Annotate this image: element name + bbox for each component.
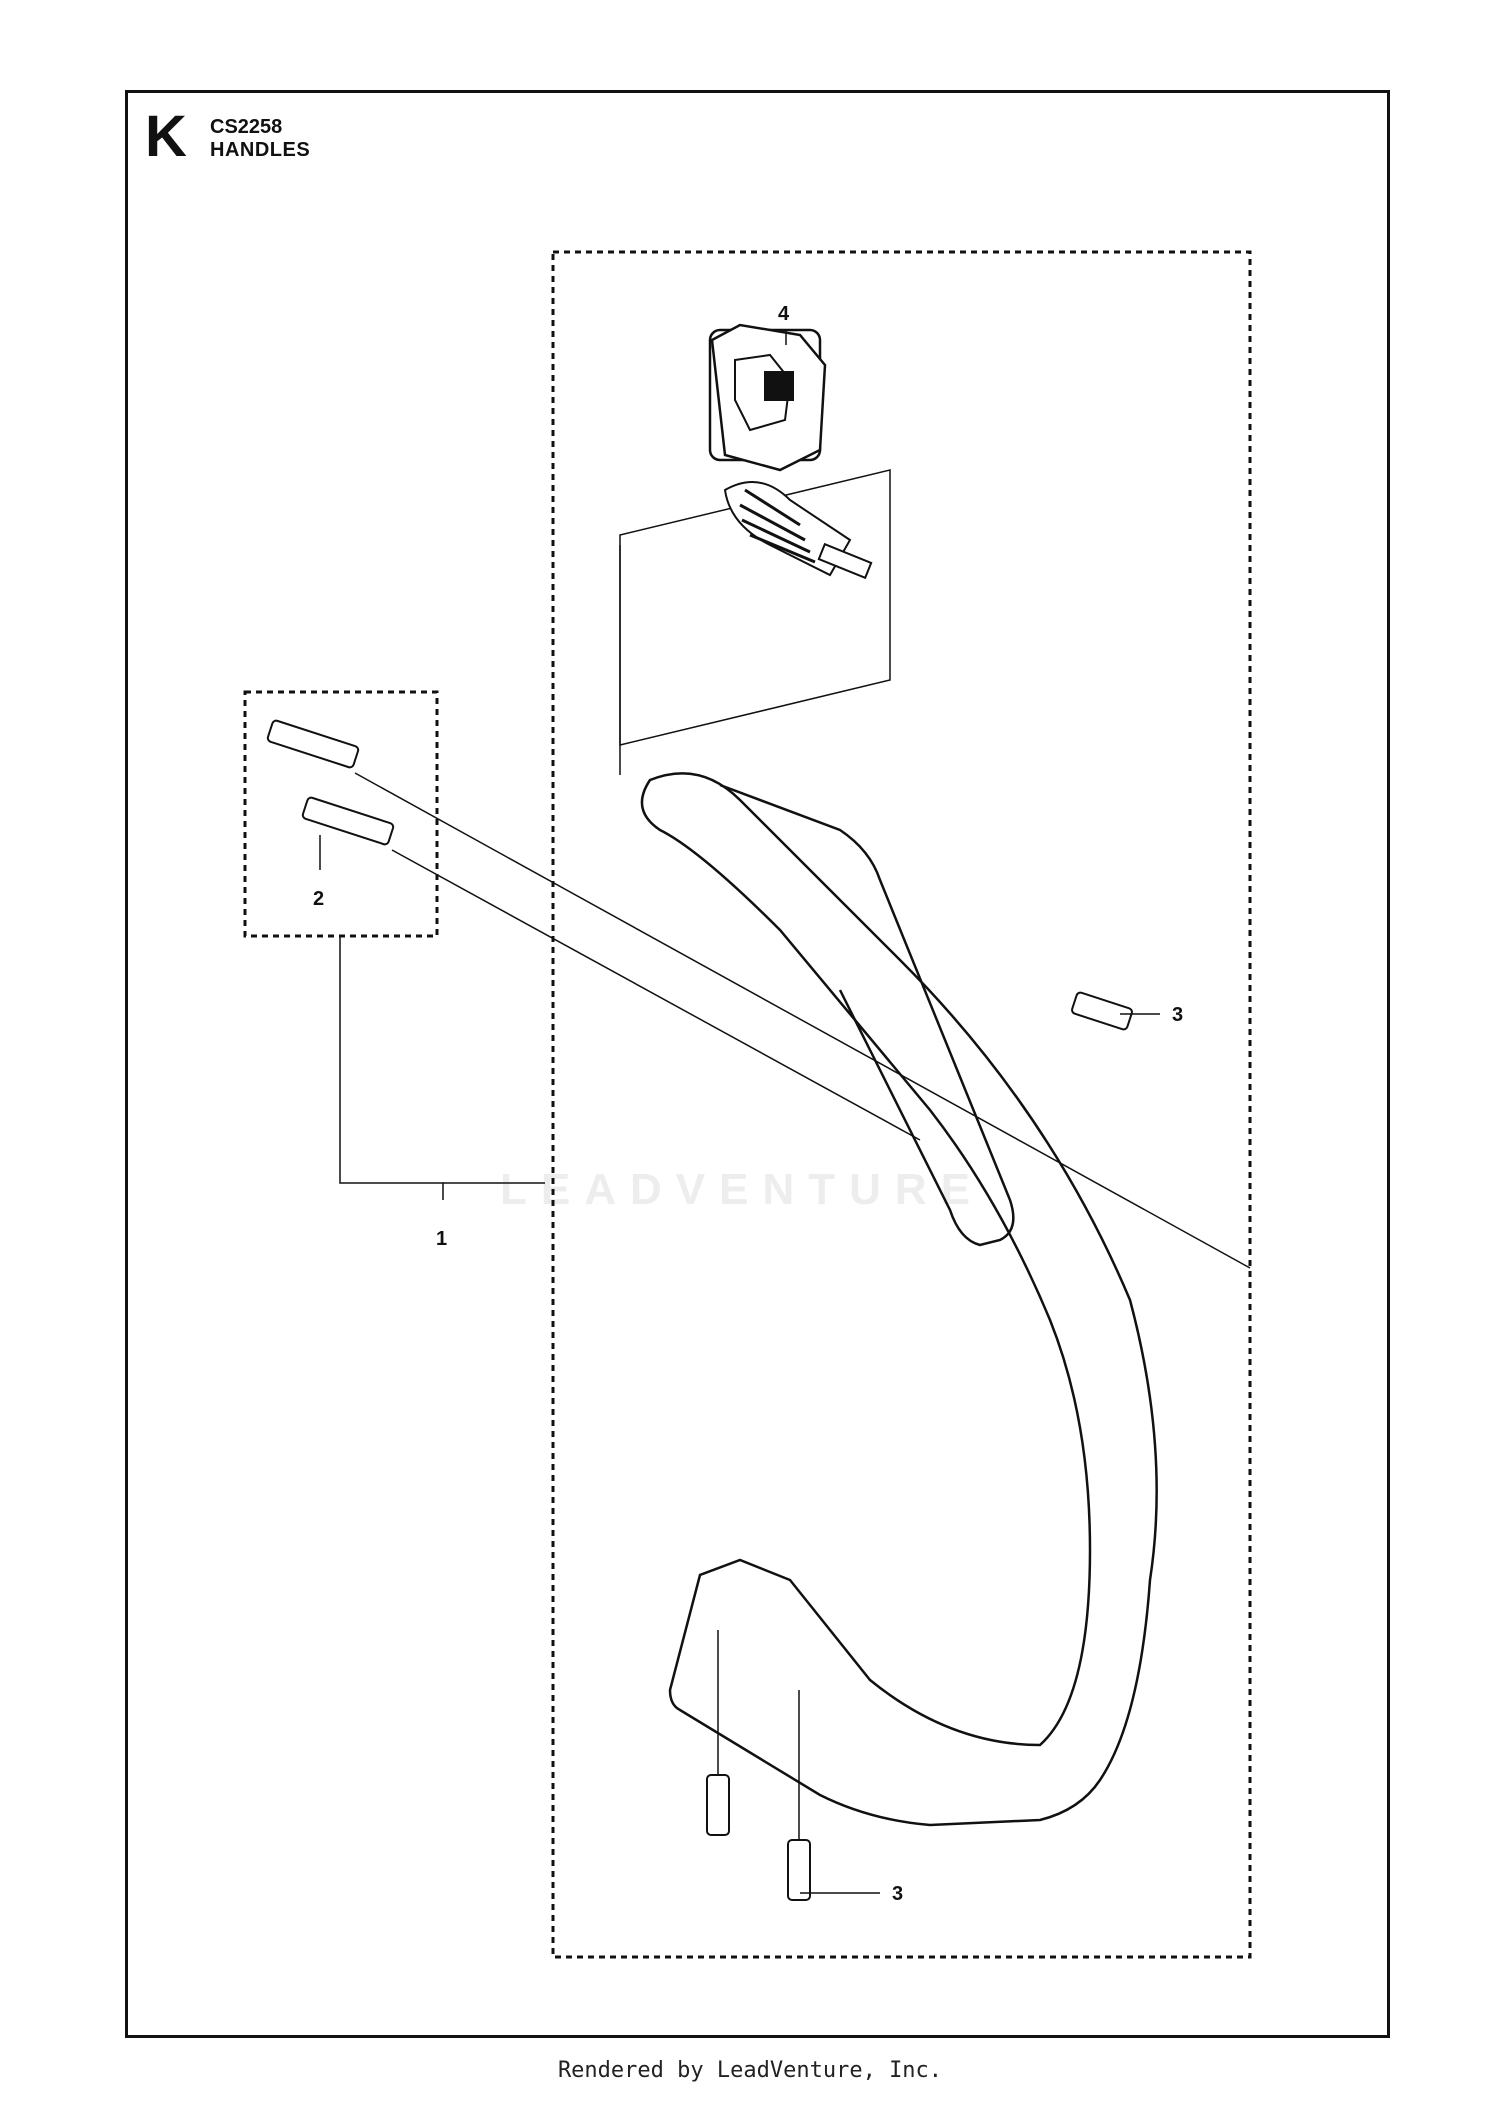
vibration-damper-part (619, 323, 891, 746)
watermark: LEADVENTURE (500, 1165, 985, 1214)
callout-item-3-upper: 3 (1172, 1004, 1183, 1026)
section-letter: K (145, 104, 187, 169)
callout-item-4: 4 (778, 303, 790, 325)
callout-item-3-lower: 3 (892, 1883, 903, 1905)
leader-lines (319, 330, 1251, 1894)
diagram-frame (125, 90, 1390, 2038)
assembly-kit-box (551, 250, 1252, 1959)
callout-item-2: 2 (313, 888, 324, 910)
section-title: HANDLES (210, 139, 311, 161)
model-code: CS2258 (210, 116, 283, 138)
front-handle-part (619, 545, 1158, 1827)
screw-kit-box (243, 690, 439, 938)
footer-credit: Rendered by LeadVenture, Inc. (557, 2058, 943, 2083)
screw-part (266, 719, 1133, 1901)
callout-item-1: 1 (436, 1228, 447, 1250)
